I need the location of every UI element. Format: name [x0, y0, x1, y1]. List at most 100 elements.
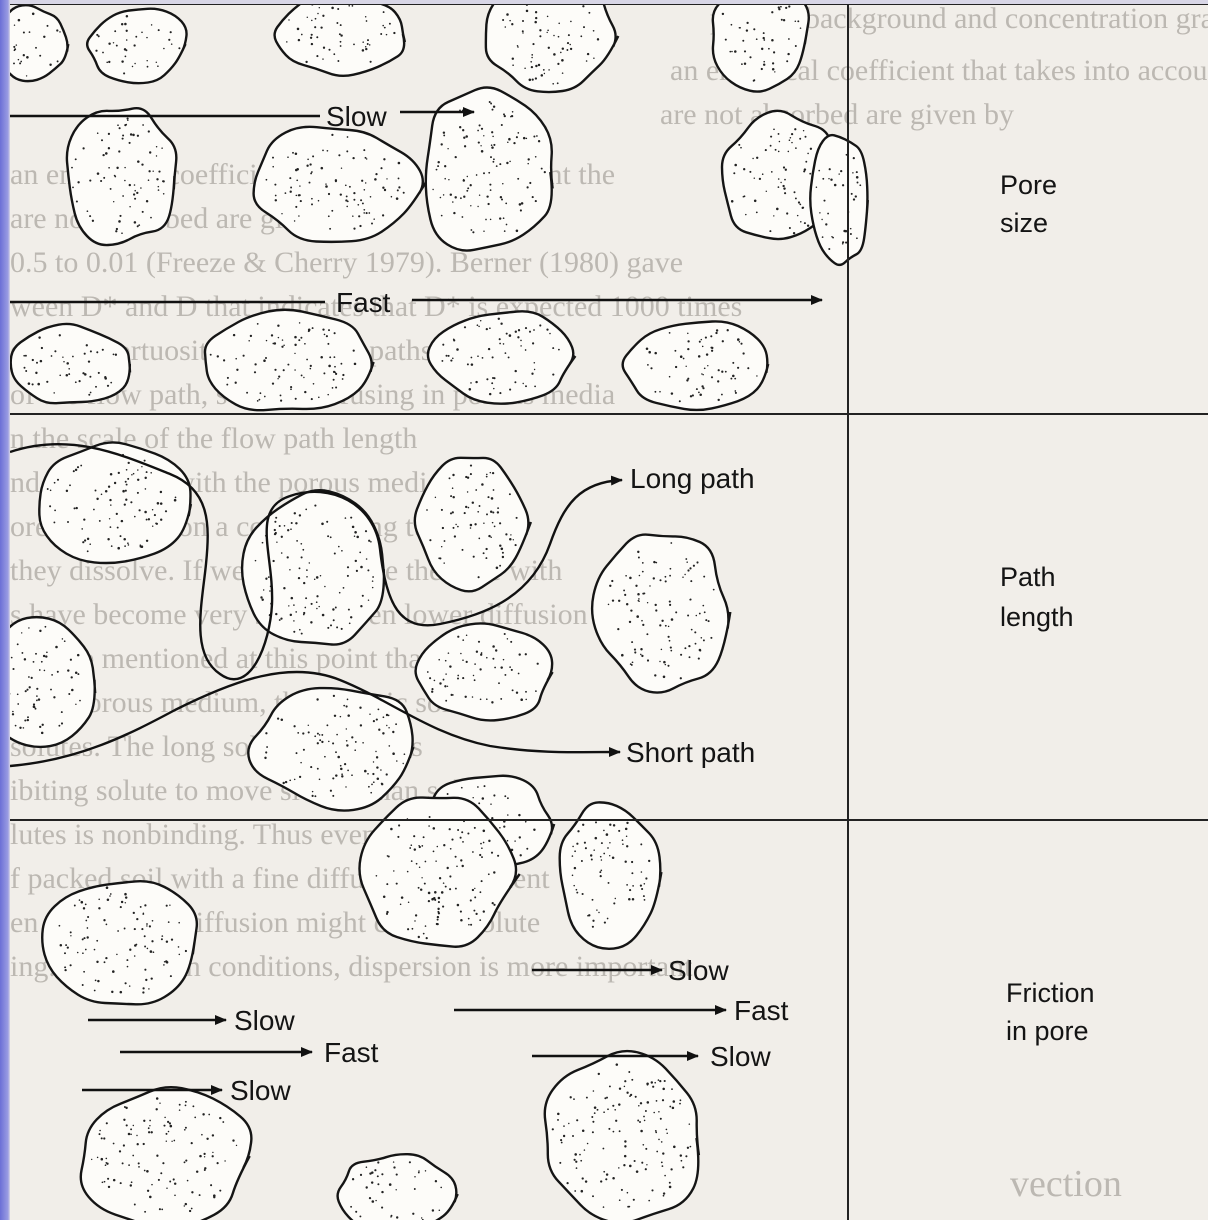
- grain-stipple: [322, 58, 323, 59]
- grain-stipple: [505, 203, 507, 205]
- grain-stipple: [160, 502, 163, 505]
- grain-stipple: [474, 679, 476, 681]
- grain-stipple: [639, 575, 641, 577]
- grain-stipple: [450, 848, 452, 850]
- grain-stipple: [853, 198, 855, 200]
- grain-stipple: [146, 37, 147, 38]
- grain-stipple: [104, 1181, 106, 1183]
- grain-stipple: [62, 638, 64, 640]
- grain-stipple: [174, 1182, 176, 1184]
- grain-stipple: [470, 465, 472, 467]
- grain-stipple: [737, 338, 740, 341]
- grain-stipple: [492, 356, 494, 358]
- grain-stipple: [525, 653, 527, 655]
- grain-stipple: [312, 327, 314, 329]
- grain-stipple: [641, 1162, 643, 1164]
- grain-stipple: [810, 148, 812, 150]
- grain-stipple: [134, 63, 136, 65]
- grain-stipple: [791, 133, 793, 135]
- grain-stipple: [99, 1133, 101, 1135]
- grain-stipple: [353, 199, 355, 201]
- grain-stipple: [572, 1135, 574, 1137]
- grain-stipple: [137, 469, 139, 471]
- grain-stipple: [49, 505, 51, 507]
- grain-stipple: [770, 145, 772, 147]
- grain-stipple: [441, 891, 444, 894]
- grain-stipple: [127, 119, 129, 121]
- grain-stipple: [28, 627, 29, 628]
- grain-stipple: [493, 871, 495, 873]
- grain-stipple: [348, 609, 350, 611]
- grain-stipple: [638, 1105, 640, 1107]
- grain-stipple: [704, 611, 706, 613]
- grain-stipple: [297, 732, 299, 734]
- grain-stipple: [346, 206, 348, 208]
- grain-stipple: [332, 777, 334, 779]
- grain-stipple: [389, 23, 391, 25]
- grain-stipple: [607, 1108, 609, 1110]
- grain-stipple: [642, 1144, 644, 1146]
- grain-stipple: [130, 501, 132, 503]
- grain-stipple: [95, 386, 97, 388]
- grain-stipple: [169, 1122, 171, 1124]
- grain-stipple: [400, 904, 402, 906]
- grain-stipple: [344, 763, 346, 765]
- grain-stipple: [53, 696, 55, 698]
- grain-stipple: [457, 904, 460, 907]
- grain-stipple: [699, 393, 702, 396]
- grain-stipple: [454, 535, 456, 537]
- grain-stipple: [43, 36, 45, 38]
- grain-stipple: [818, 170, 820, 172]
- path-length-title-line1: Path: [1000, 562, 1056, 592]
- grain-stipple: [506, 13, 509, 16]
- grain-stipple: [466, 190, 468, 192]
- grain-stipple: [624, 594, 626, 596]
- grain-stipple: [305, 509, 307, 511]
- grain-stipple: [600, 856, 602, 858]
- grain-stipple: [756, 38, 758, 40]
- grain-stipple: [509, 538, 512, 541]
- grain-stipple: [646, 1083, 649, 1086]
- grain-stipple: [75, 672, 78, 675]
- grain-stipple: [744, 50, 746, 52]
- grain-stipple: [365, 16, 367, 18]
- grain-stipple: [151, 1184, 153, 1186]
- grain-stipple: [113, 1179, 116, 1182]
- grain-stipple: [105, 957, 107, 959]
- grain-stipple: [64, 640, 66, 642]
- grain-stipple: [345, 786, 346, 787]
- grain-stipple: [341, 167, 342, 168]
- grain-stipple: [77, 673, 79, 675]
- grain-stipple: [626, 835, 628, 837]
- grain-stipple: [283, 587, 285, 589]
- grain-stipple: [376, 719, 378, 721]
- grain-stipple: [210, 354, 212, 356]
- grain-stipple: [659, 661, 660, 662]
- grain-stipple: [361, 180, 363, 182]
- grain-stipple: [470, 184, 472, 186]
- grain-stipple: [131, 474, 133, 476]
- grain-stipple: [117, 527, 119, 529]
- grain-stipple: [640, 1130, 643, 1133]
- grain-stipple: [372, 576, 374, 578]
- grain-stipple: [451, 839, 453, 841]
- grain-stipple: [859, 184, 861, 186]
- grain-stipple: [167, 1121, 169, 1123]
- grain-stipple: [531, 57, 533, 59]
- grain-stipple: [65, 944, 67, 946]
- grain-stipple: [409, 847, 411, 849]
- grain-stipple: [19, 727, 21, 729]
- grain-stipple: [281, 213, 282, 214]
- grain-stipple: [421, 1217, 422, 1218]
- grain-stipple: [544, 73, 545, 74]
- grain-stipple: [668, 626, 670, 628]
- grain-stipple: [162, 1162, 164, 1164]
- grain-stipple: [772, 62, 774, 64]
- grain-stipple: [23, 54, 25, 56]
- grain-stipple: [653, 577, 655, 579]
- grain-stipple: [169, 1181, 171, 1183]
- soil-grain: [81, 1087, 252, 1220]
- grain-stipple: [526, 138, 528, 140]
- grain-stipple: [447, 793, 449, 795]
- grain-stipple: [137, 479, 139, 481]
